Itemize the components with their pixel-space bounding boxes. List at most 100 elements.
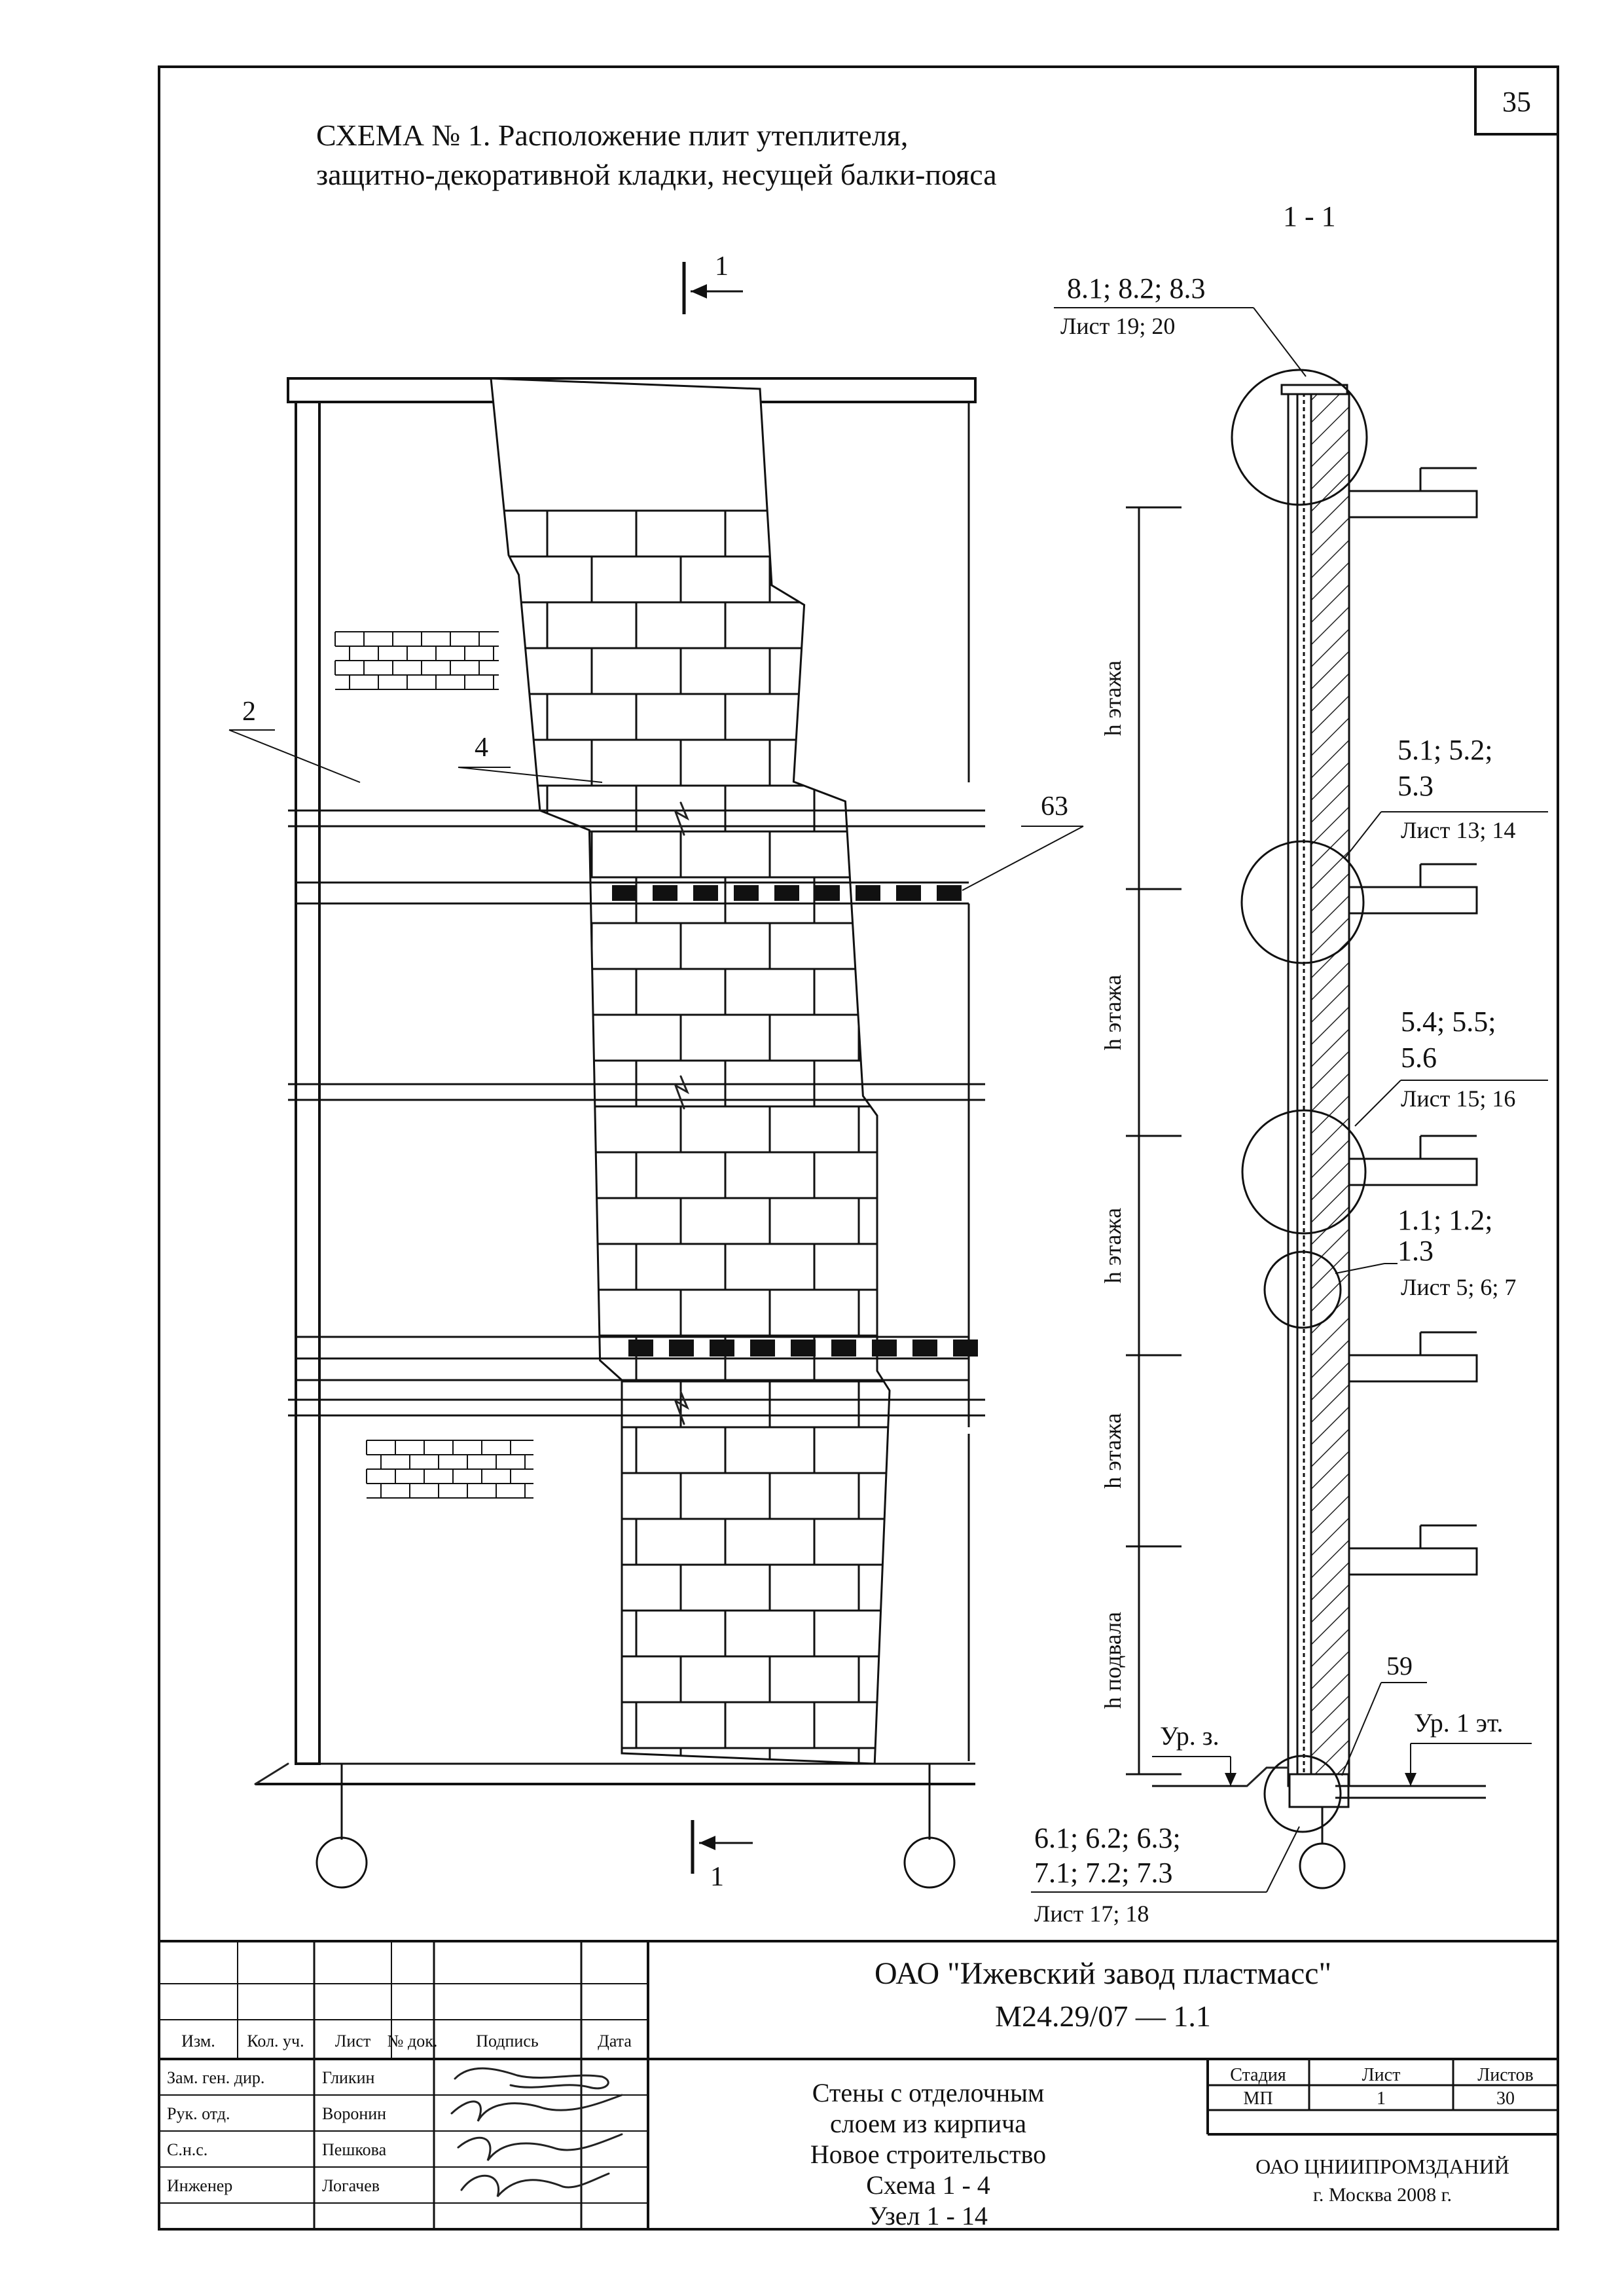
belt-block bbox=[750, 1339, 775, 1357]
elevation-view: 2 4 63 1 1 bbox=[228, 251, 1084, 1892]
page-number-box bbox=[1474, 65, 1559, 136]
floor-slab-1 bbox=[288, 801, 985, 836]
callout-1-1-sheet: Лист 5; 6; 7 bbox=[1401, 1274, 1516, 1300]
callout-6-label-b: 7.1; 7.2; 7.3 bbox=[1034, 1857, 1172, 1889]
sheet-header: Лист bbox=[1362, 2065, 1401, 2085]
slab-stub bbox=[1348, 1157, 1478, 1186]
callout-5-4-label-b: 5.6 bbox=[1401, 1042, 1437, 1074]
callout-5-1-label-b: 5.3 bbox=[1398, 770, 1434, 802]
node-circle-1-1 bbox=[1263, 1250, 1342, 1329]
column-header: Дата bbox=[598, 2032, 632, 2050]
belt-beam-1 bbox=[296, 881, 969, 905]
belt-block bbox=[612, 885, 637, 901]
sheet-value: 1 bbox=[1377, 2088, 1386, 2109]
staff-role: С.н.с. bbox=[167, 2140, 208, 2159]
belt-block bbox=[734, 885, 759, 901]
section-label: 1 - 1 bbox=[1283, 200, 1336, 232]
parapet-cap bbox=[1280, 384, 1348, 395]
staff-name: Пешкова bbox=[322, 2140, 387, 2159]
sheets-header: Листов bbox=[1477, 2065, 1534, 2085]
staff-role: Инженер bbox=[167, 2176, 232, 2195]
institute-name: ОАО ЦНИИПРОМЗДАНИЙ bbox=[1255, 2155, 1509, 2178]
belt-block bbox=[831, 1339, 856, 1357]
page-number: 35 bbox=[1502, 86, 1531, 118]
belt-block bbox=[872, 1339, 897, 1357]
callout-63-leader bbox=[962, 826, 1084, 891]
belt-block bbox=[896, 885, 921, 901]
dimension-label: h этажа bbox=[1100, 1208, 1126, 1283]
brick-pattern-swatch-upper bbox=[334, 631, 499, 690]
column-header: Лист bbox=[335, 2032, 370, 2050]
axis-bubble-left bbox=[316, 1836, 368, 1889]
belt-block bbox=[669, 1339, 694, 1357]
column-header: Изм. bbox=[181, 2032, 215, 2050]
description-line: Новое строительство bbox=[810, 2140, 1046, 2169]
brick-cladding-strip bbox=[490, 377, 891, 1765]
floor-slab-stubs bbox=[1348, 467, 1478, 1576]
svg-text:1: 1 bbox=[715, 251, 729, 282]
dimension-ticks bbox=[1126, 506, 1182, 1776]
wall-hatched-layer bbox=[1310, 392, 1350, 1787]
sheet-frame bbox=[158, 65, 1559, 2231]
stage-value: МП bbox=[1243, 2088, 1272, 2109]
schema-title-line2: защитно-декоративной кладки, несущей бал… bbox=[316, 158, 997, 191]
schema-title-line1: СХЕМА № 1. Расположение плит утеплителя, bbox=[316, 118, 908, 152]
staff-name: Логачев bbox=[322, 2176, 380, 2195]
ground-edge bbox=[254, 1762, 289, 1785]
column-header: Кол. уч. bbox=[247, 2032, 304, 2050]
callout-6-sheet: Лист 17; 18 bbox=[1034, 1901, 1149, 1927]
callout-5-4-label-a: 5.4; 5.5; bbox=[1401, 1006, 1496, 1038]
organization-name: ОАО "Ижевский завод пластмасс" bbox=[875, 1956, 1331, 1991]
axis-bubble-section bbox=[1299, 1842, 1346, 1889]
belt-block bbox=[710, 1339, 734, 1357]
belt-beam-2 bbox=[296, 1336, 969, 1381]
belt-block bbox=[912, 1339, 937, 1357]
callout-4-leader bbox=[458, 767, 603, 783]
belt-block bbox=[953, 1339, 978, 1357]
callout-59: 59 bbox=[1386, 1651, 1413, 1681]
axis-bubble-right bbox=[903, 1836, 956, 1889]
brick-facing-layer bbox=[1287, 392, 1299, 1787]
belt-block bbox=[937, 885, 962, 901]
slab-stub bbox=[1348, 1547, 1478, 1576]
sheets-value: 30 bbox=[1496, 2088, 1515, 2109]
staff-name: Воронин bbox=[322, 2104, 386, 2123]
floor-slab-2 bbox=[288, 1075, 985, 1110]
belt-block bbox=[653, 885, 677, 901]
staff-role: Рук. отд. bbox=[167, 2104, 230, 2123]
ground-level-label: Ур. з. bbox=[1160, 1721, 1219, 1751]
document-code: М24.29/07 — 1.1 bbox=[995, 1999, 1211, 2033]
belt-block bbox=[856, 885, 880, 901]
dimension-label: h подвала bbox=[1100, 1612, 1126, 1709]
slab-stub bbox=[1348, 490, 1478, 519]
description-line: Схема 1 - 4 bbox=[866, 2170, 990, 2200]
floor-slab-3 bbox=[288, 1391, 985, 1425]
callout-63: 63 bbox=[1041, 792, 1068, 822]
first-floor-level-label: Ур. 1 эт. bbox=[1414, 1708, 1503, 1738]
description-line: слоем из кирпича bbox=[830, 2109, 1026, 2138]
column-header: Подпись bbox=[476, 2032, 539, 2050]
node-circle-5-1 bbox=[1240, 840, 1365, 964]
node-circle-5-4 bbox=[1241, 1109, 1367, 1235]
slab-stub bbox=[1348, 886, 1478, 915]
column-header: № док. bbox=[388, 2032, 438, 2050]
belt-block bbox=[628, 1339, 653, 1357]
callout-8-sheet: Лист 19; 20 bbox=[1060, 313, 1175, 339]
callout-2: 2 bbox=[242, 697, 256, 727]
belt-block bbox=[774, 885, 799, 901]
description-line: Стены с отделочным bbox=[812, 2078, 1045, 2107]
cut-marker-top: 1 bbox=[682, 251, 743, 314]
left-column bbox=[295, 401, 321, 1765]
callout-1-1-label-b: 1.3 bbox=[1398, 1235, 1434, 1267]
belt-beam-blocks-1 bbox=[612, 885, 962, 901]
belt-block bbox=[791, 1339, 816, 1357]
node-circle-6 bbox=[1263, 1755, 1342, 1833]
cut-marker-bottom: 1 bbox=[691, 1820, 753, 1892]
callout-5-4-sheet: Лист 15; 16 bbox=[1401, 1085, 1515, 1112]
